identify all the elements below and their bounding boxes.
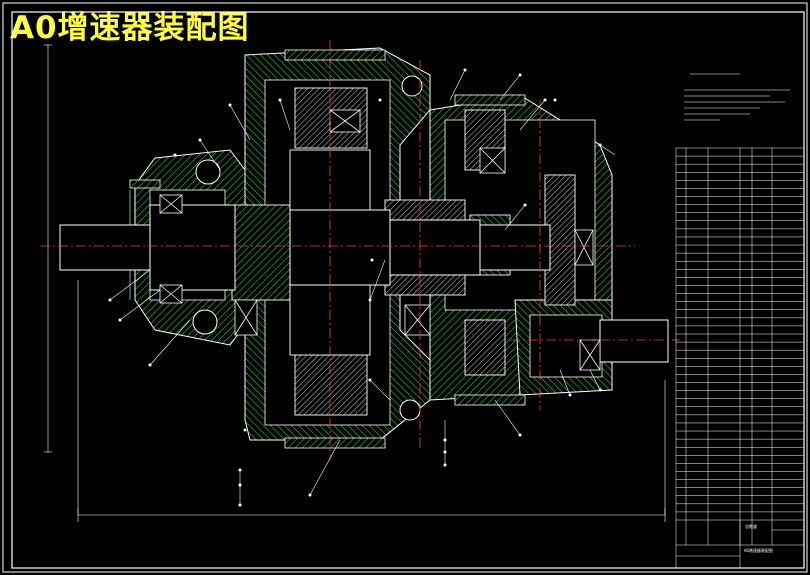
parts-total-label: 总数量: [745, 523, 757, 529]
part-leaders: [109, 69, 616, 505]
parts-list-footer: A0增速器装配图: [744, 547, 773, 553]
center-lines: [40, 40, 680, 460]
parts-list-table: [675, 147, 805, 569]
flange-bolts: [129, 49, 526, 449]
shafts: [59, 204, 669, 363]
leader-balloons: [108, 68, 602, 507]
lifting-holes: [192, 75, 423, 421]
technical-notes: [684, 73, 790, 121]
drawing-title: A0增速器装配图: [10, 10, 250, 46]
